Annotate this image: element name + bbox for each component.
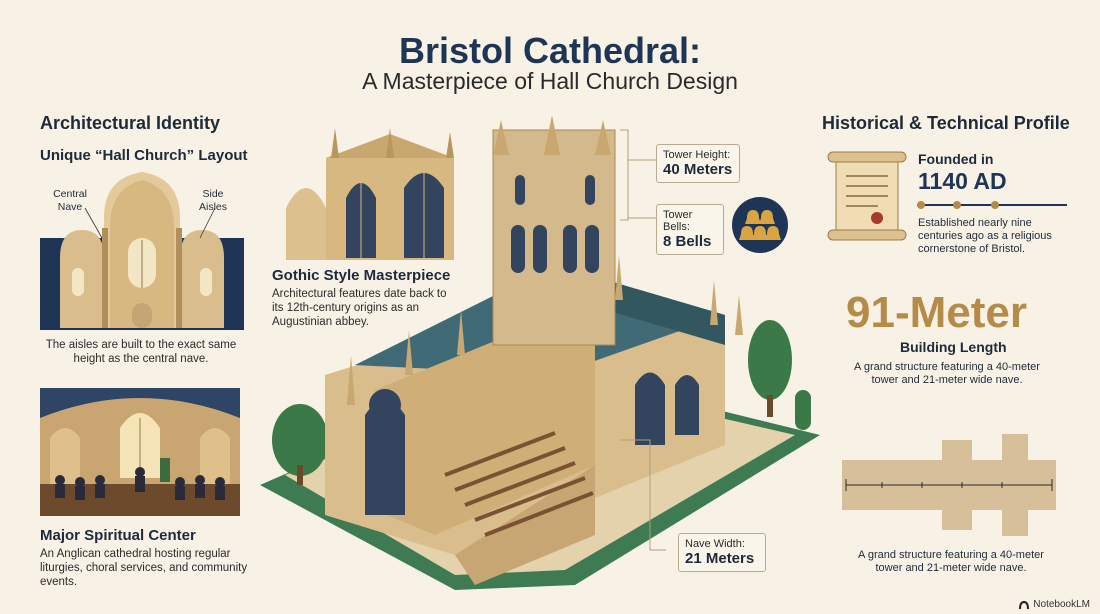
historical-profile-heading: Historical & Technical Profile — [822, 113, 1070, 133]
founded-label: Founded in — [918, 151, 994, 167]
floorplan-icon — [842, 434, 1056, 536]
tower-height-value: 40 Meters — [663, 161, 733, 178]
spiritual-center-heading: Major Spiritual Center — [40, 527, 196, 544]
callout-leader-lines — [620, 129, 666, 551]
timeline-icon — [917, 201, 1067, 209]
nave-width-value: 21 Meters — [685, 550, 755, 567]
side-aisles-label: Side Aisles — [198, 188, 227, 213]
founded-desc: Established nearly nine centuries ago as… — [918, 217, 1052, 255]
tower-height-label: Tower Height: — [663, 149, 731, 161]
scroll-icon — [827, 151, 907, 241]
hall-church-layout-heading: Unique “Hall Church” Layout — [40, 147, 248, 164]
tower-bells-value: 8 Bells — [663, 233, 712, 250]
building-length-desc: A grand structure featuring a 40-meter t… — [854, 361, 1040, 386]
brand-label: NotebookLM — [1033, 599, 1090, 610]
architectural-identity-heading: Architectural Identity — [40, 113, 221, 133]
page-subtitle: A Masterpiece of Hall Church Design — [362, 68, 738, 94]
gothic-facade-icon — [286, 128, 454, 260]
bells-icon — [732, 197, 788, 253]
nave-width-callout: Nave Width: 21 Meters — [678, 533, 766, 572]
layout-caption: The aisles are built to the exact same h… — [45, 339, 237, 365]
choir-interior-icon — [40, 388, 240, 516]
nave-width-label: Nave Width: — [685, 538, 745, 550]
brand-footer: NotebookLM — [1019, 599, 1090, 610]
page-title: Bristol Cathedral: — [398, 30, 702, 71]
hall-church-section-icon — [40, 172, 244, 330]
central-nave-label: Central Nave — [53, 188, 87, 213]
building-length-label: Building Length — [900, 339, 1007, 355]
gothic-style-heading: Gothic Style Masterpiece — [272, 267, 451, 284]
spiritual-center-desc: An Anglican cathedral hosting regular li… — [40, 548, 248, 588]
building-length-value: 91-Meter — [846, 288, 1027, 337]
tower-bells-label: Tower Bells: — [663, 209, 693, 233]
tower-bells-callout: Tower Bells: 8 Bells — [656, 204, 724, 255]
tower-height-callout: Tower Height: 40 Meters — [656, 144, 740, 183]
gothic-style-desc: Architectural features date back to its … — [272, 288, 447, 328]
cathedral-illustration — [260, 115, 820, 590]
notebooklm-logo-icon — [1019, 600, 1030, 609]
floorplan-caption: A grand structure featuring a 40-meter t… — [858, 549, 1044, 574]
founded-year: 1140 AD — [918, 168, 1007, 194]
